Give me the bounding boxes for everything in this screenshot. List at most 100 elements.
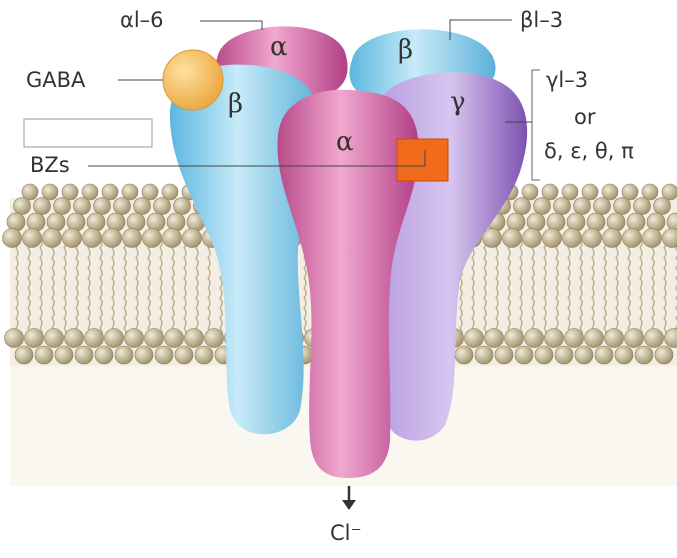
lipid-head	[7, 213, 25, 231]
lipid-head	[163, 229, 182, 248]
lipid-head	[5, 329, 24, 348]
lipid-head	[514, 198, 531, 215]
lipid-head	[143, 229, 162, 248]
lipid-head	[507, 213, 525, 231]
bzs-label: BZs	[30, 153, 70, 177]
lipid-head	[515, 346, 533, 364]
lipid-head	[127, 213, 145, 231]
lipid-head	[83, 229, 102, 248]
lipid-head	[134, 198, 151, 215]
lipid-head	[87, 213, 105, 231]
lipid-head	[85, 329, 104, 348]
lipid-head	[3, 229, 22, 248]
lipid-head	[587, 213, 605, 231]
lipid-head	[625, 329, 644, 348]
lipid-head	[635, 346, 653, 364]
lipid-head	[54, 198, 71, 215]
gamma-range-label: γl–3	[546, 68, 588, 92]
lipid-head	[545, 329, 564, 348]
lipid-head	[45, 329, 64, 348]
lipid-head	[574, 198, 591, 215]
lipid-head	[565, 329, 584, 348]
bz-binding-site	[397, 139, 448, 181]
lipid-head	[583, 229, 602, 248]
blank-label-box	[24, 119, 152, 147]
lipid-head	[23, 229, 42, 248]
chloride-label: Cl⁻	[330, 521, 362, 545]
lipid-head	[167, 213, 185, 231]
lipid-head	[147, 213, 165, 231]
lipid-head	[615, 346, 633, 364]
lipid-head	[485, 329, 504, 348]
lipid-head	[154, 198, 171, 215]
lipid-head	[95, 346, 113, 364]
lipid-head	[585, 329, 604, 348]
lipid-head	[465, 329, 484, 348]
lipid-head	[543, 229, 562, 248]
lipid-head	[535, 346, 553, 364]
alpha-back-label: α	[270, 32, 288, 62]
lipid-head	[547, 213, 565, 231]
lipid-head	[174, 198, 191, 215]
lipid-head	[74, 198, 91, 215]
lipid-head	[567, 213, 585, 231]
gamma-bracket	[532, 70, 540, 180]
lipid-head	[614, 198, 631, 215]
lipid-head	[15, 346, 33, 364]
lipid-head	[523, 229, 542, 248]
lipid-head	[175, 346, 193, 364]
lipid-head	[43, 229, 62, 248]
lipid-head	[47, 213, 65, 231]
gaba-molecule	[163, 50, 223, 110]
lipid-head	[475, 346, 493, 364]
lipid-head	[505, 329, 524, 348]
lipid-head	[575, 346, 593, 364]
lipid-head	[14, 198, 31, 215]
lipid-head	[643, 229, 662, 248]
lipid-head	[527, 213, 545, 231]
beta-range-label: βl–3	[520, 8, 563, 32]
lipid-head	[555, 346, 573, 364]
lipid-head	[27, 213, 45, 231]
lipid-head	[165, 329, 184, 348]
lipid-head	[595, 346, 613, 364]
lipid-head	[655, 346, 673, 364]
lipid-head	[525, 329, 544, 348]
lipid-head	[55, 346, 73, 364]
lipid-head	[155, 346, 173, 364]
or-label: or	[574, 105, 596, 129]
beta-front-label: β	[228, 89, 243, 119]
lipid-head	[67, 213, 85, 231]
gaba-label: GABA	[26, 68, 86, 92]
lipid-head	[654, 198, 671, 215]
lipid-head	[534, 198, 551, 215]
lipid-head	[35, 346, 53, 364]
lipid-head	[455, 346, 473, 364]
lipid-head	[627, 213, 645, 231]
lipid-head	[125, 329, 144, 348]
chloride-arrow-head	[342, 500, 356, 510]
lipid-head	[183, 229, 202, 248]
alpha-range-label: αl–6	[120, 8, 164, 32]
alpha-range-leader	[200, 21, 262, 30]
lipid-head	[185, 329, 204, 348]
lipid-head	[34, 198, 51, 215]
lipid-head	[65, 329, 84, 348]
lipid-head	[63, 229, 82, 248]
lipid-head	[103, 229, 122, 248]
lipid-head	[647, 213, 665, 231]
lipid-head	[594, 198, 611, 215]
lipid-head	[495, 346, 513, 364]
lipid-head	[123, 229, 142, 248]
alpha-front-label: α	[336, 127, 354, 157]
beta-back-label: β	[398, 35, 413, 65]
lipid-head	[623, 229, 642, 248]
lipid-head	[195, 346, 213, 364]
lipid-head	[145, 329, 164, 348]
lipid-head	[115, 346, 133, 364]
lipid-head	[554, 198, 571, 215]
lipid-head	[105, 329, 124, 348]
lipid-head	[135, 346, 153, 364]
lipid-head	[107, 213, 125, 231]
